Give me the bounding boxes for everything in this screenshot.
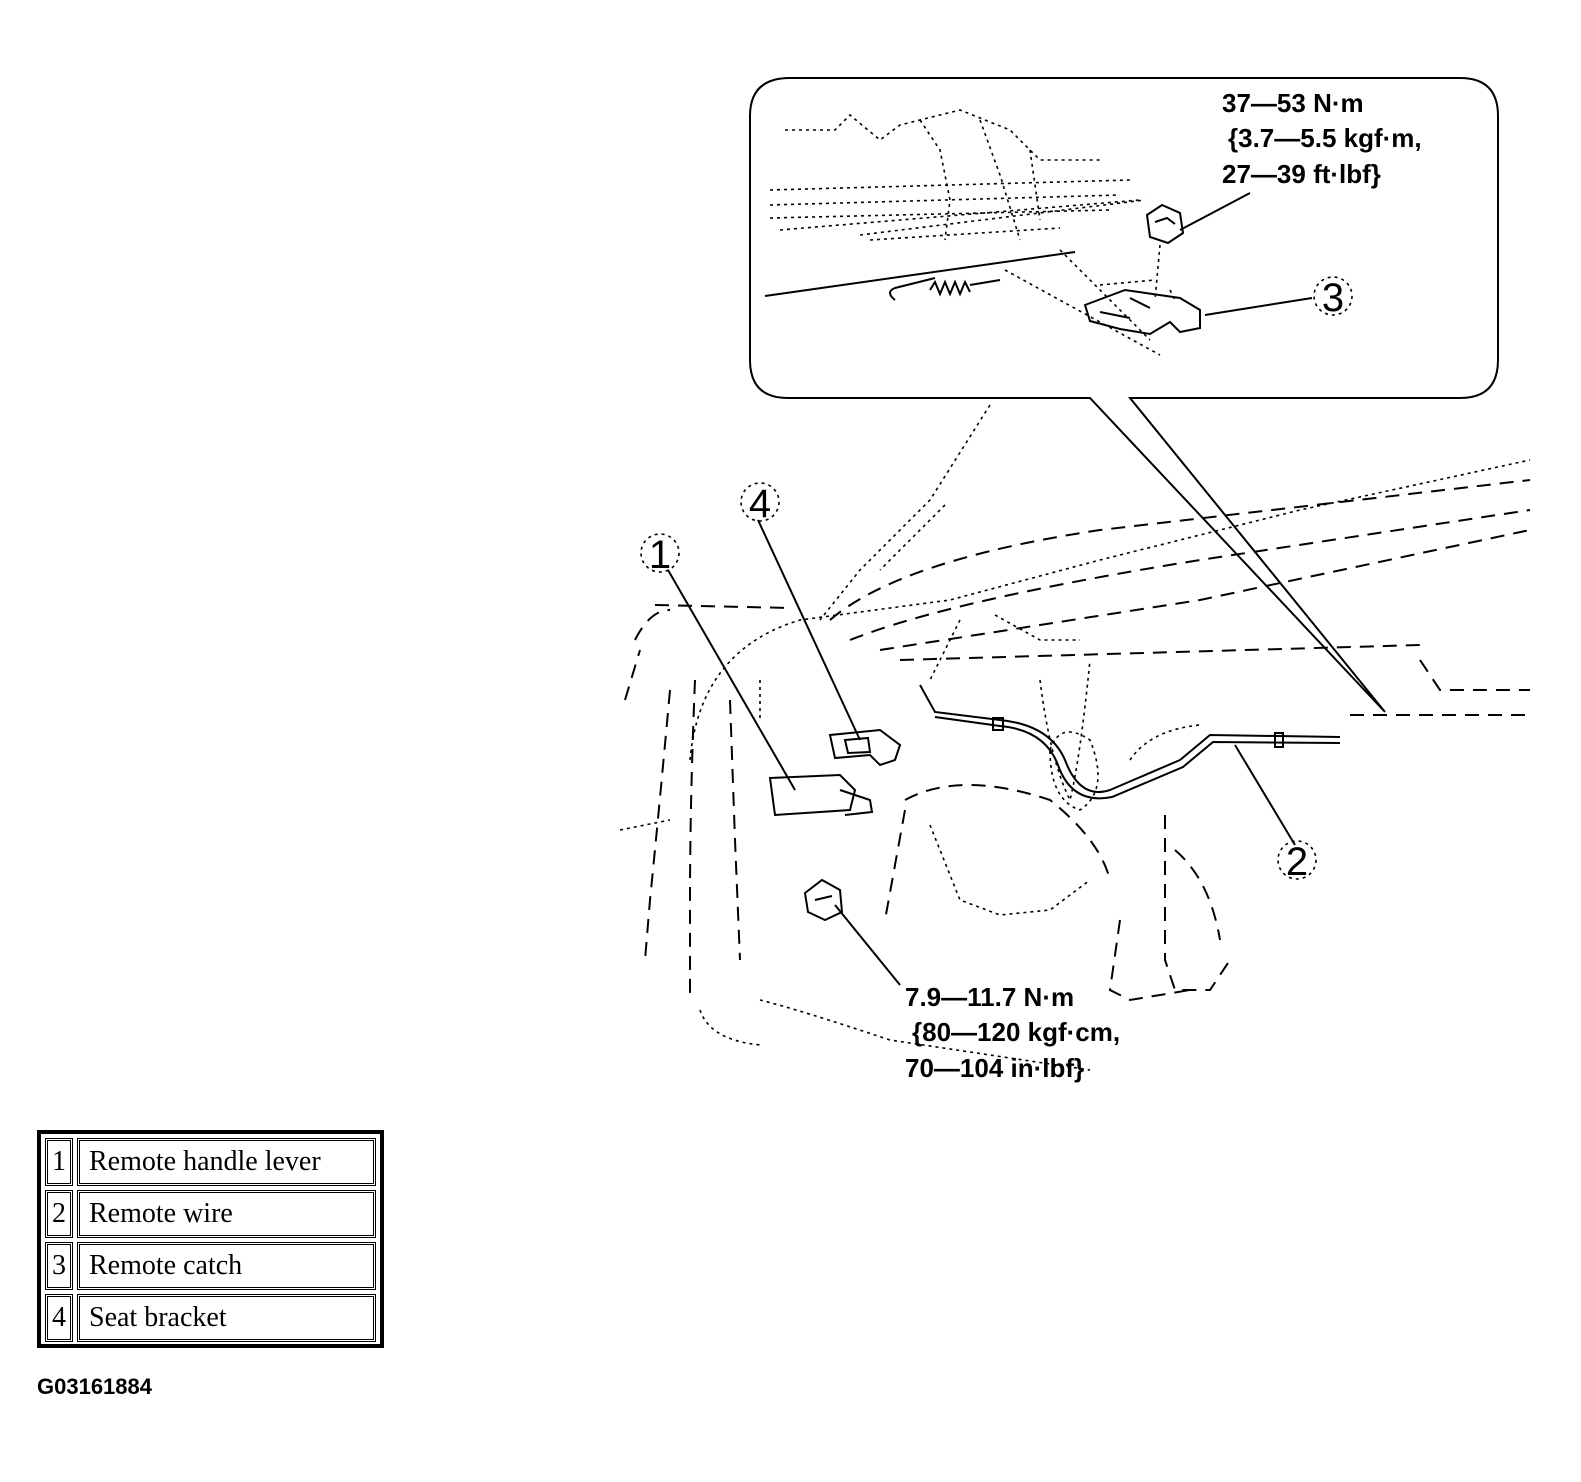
legend-label: Remote catch (77, 1242, 376, 1290)
torque-upper-line-1: 37—53 N·m (1222, 88, 1364, 118)
legend-number: 2 (45, 1190, 73, 1238)
vehicle-body-outline (619, 404, 1531, 1071)
legend-label: Remote wire (77, 1190, 376, 1238)
figure-id: G03161884 (37, 1374, 152, 1399)
callout-3: 3 (1313, 276, 1353, 320)
torque-spec-upper: 37—53 N·m {3.7—5.5 kgf·m, 27—39 ft·lbf} (1222, 88, 1422, 189)
leader-lines (667, 192, 1313, 986)
lower-nut-drawing (803, 878, 844, 922)
detail-inset (749, 77, 1499, 713)
callout-2: 2 (1277, 840, 1317, 884)
remote-handle-lever-drawing (768, 773, 874, 817)
legend-label: Remote handle lever (77, 1138, 376, 1186)
torque-lower-line-3: 70—104 in·lbf} (905, 1053, 1084, 1083)
legend-number: 3 (45, 1242, 73, 1290)
torque-upper-line-2: {3.7—5.5 kgf·m, (1228, 123, 1422, 153)
callout-4: 4 (740, 482, 780, 526)
legend-row: 4 Seat bracket (45, 1294, 376, 1342)
callout-1-label: 1 (649, 533, 671, 577)
legend-row: 2 Remote wire (45, 1190, 376, 1238)
remote-wire-drawing (919, 684, 1341, 811)
callout-4-label: 4 (749, 482, 771, 526)
torque-spec-lower: 7.9—11.7 N·m {80—120 kgf·cm, 70—104 in·l… (905, 982, 1120, 1083)
legend-number: 4 (45, 1294, 73, 1342)
callout-3-label: 3 (1322, 276, 1344, 320)
torque-lower-line-2: {80—120 kgf·cm, (912, 1017, 1120, 1047)
legend-label: Seat bracket (77, 1294, 376, 1342)
legend-number: 1 (45, 1138, 73, 1186)
legend-row: 3 Remote catch (45, 1242, 376, 1290)
torque-upper-line-3: 27—39 ft·lbf} (1222, 159, 1381, 189)
callout-2-label: 2 (1286, 840, 1308, 884)
parts-legend-table: 1 Remote handle lever 2 Remote wire 3 Re… (37, 1130, 384, 1348)
torque-lower-line-1: 7.9—11.7 N·m (905, 982, 1074, 1012)
callout-1: 1 (640, 533, 680, 577)
seat-bracket-drawing (828, 728, 902, 767)
legend-row: 1 Remote handle lever (45, 1138, 376, 1186)
